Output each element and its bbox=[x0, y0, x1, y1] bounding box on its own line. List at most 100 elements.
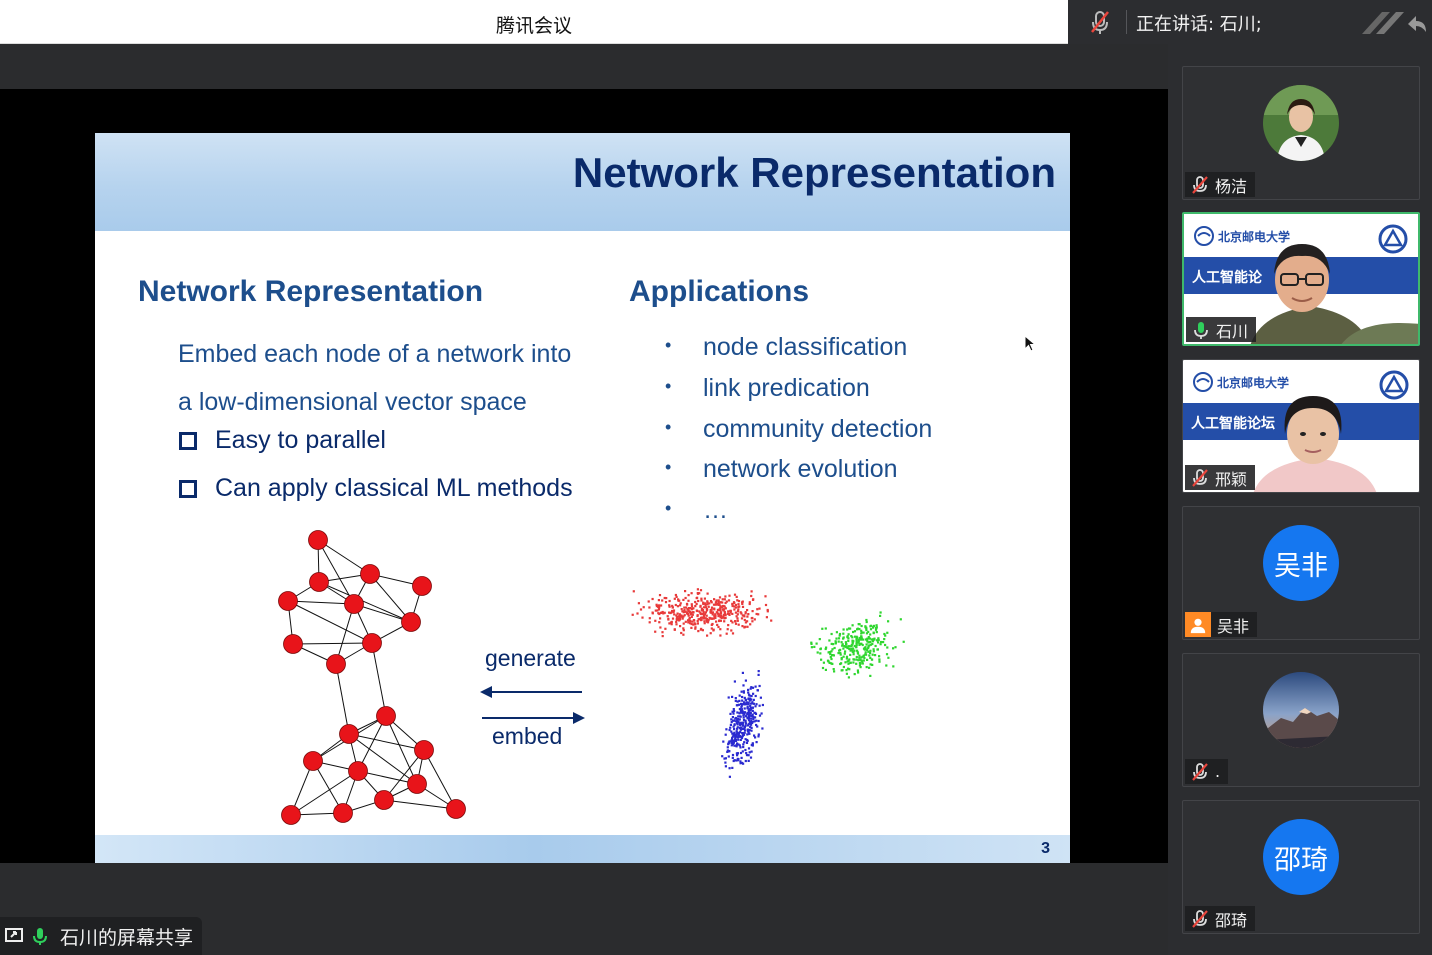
scatter-point bbox=[700, 612, 704, 616]
screen-share-status[interactable]: 石川的屏幕共享 bbox=[0, 917, 202, 955]
scatter-point bbox=[747, 712, 750, 715]
scatter-point bbox=[734, 611, 737, 614]
scatter-point bbox=[681, 617, 684, 620]
scatter-point bbox=[703, 613, 706, 616]
scatter-point bbox=[856, 649, 859, 652]
scatter-point bbox=[692, 611, 695, 614]
scatter-point bbox=[677, 598, 680, 601]
scatter-point bbox=[746, 609, 749, 612]
scatter-point bbox=[813, 645, 816, 648]
scatter-point bbox=[710, 608, 713, 611]
scatter-point bbox=[719, 628, 722, 631]
scatter-point bbox=[757, 733, 760, 736]
scatter-point bbox=[710, 611, 713, 614]
scatter-point bbox=[840, 658, 843, 661]
scatter-point bbox=[694, 605, 697, 608]
scatter-point bbox=[759, 696, 762, 699]
panel-collapse-icon[interactable] bbox=[1342, 6, 1428, 40]
participant-name: . bbox=[1215, 762, 1221, 781]
scatter-point bbox=[757, 670, 760, 673]
participant-tile[interactable]: 北京邮电大学 人工智能论坛 bbox=[1182, 359, 1420, 493]
scatter-point bbox=[699, 589, 703, 592]
user-avatar-icon bbox=[1185, 612, 1211, 637]
scatter-point bbox=[661, 631, 664, 634]
scatter-point bbox=[699, 604, 702, 607]
scatter-point bbox=[841, 643, 844, 646]
participant-name-tag: 邢颖 bbox=[1185, 465, 1256, 490]
scatter-point bbox=[723, 598, 726, 601]
scatter-point bbox=[855, 639, 858, 642]
scatter-point bbox=[748, 708, 751, 711]
scatter-point bbox=[716, 623, 719, 626]
scatter-point bbox=[840, 662, 843, 665]
scatter-point bbox=[857, 659, 860, 662]
scatter-point bbox=[742, 716, 745, 719]
scatter-point bbox=[761, 727, 764, 730]
participant-tile[interactable]: 吴非 吴非 bbox=[1182, 506, 1420, 640]
scatter-point bbox=[833, 670, 836, 673]
scatter-point bbox=[877, 641, 880, 644]
scatter-point bbox=[719, 612, 723, 615]
graph-node bbox=[376, 706, 396, 726]
scatter-point bbox=[824, 627, 827, 630]
scatter-point bbox=[657, 608, 660, 611]
scatter-point bbox=[744, 721, 747, 724]
check-item-label: Can apply classical ML methods bbox=[215, 474, 573, 502]
scatter-point bbox=[874, 628, 878, 631]
scatter-point bbox=[712, 603, 716, 606]
scatter-point bbox=[902, 640, 905, 643]
scatter-point bbox=[757, 613, 760, 616]
scatter-point bbox=[758, 704, 761, 707]
scatter-point bbox=[752, 702, 755, 705]
check-item: Can apply classical ML methods bbox=[179, 474, 573, 503]
scatter-point bbox=[733, 744, 736, 747]
scatter-point bbox=[651, 597, 654, 601]
scatter-point bbox=[750, 750, 753, 753]
scatter-point bbox=[673, 613, 676, 616]
forum-banner-text: 人工智能论 bbox=[1192, 270, 1262, 286]
scatter-point bbox=[736, 727, 739, 730]
scatter-point bbox=[740, 617, 744, 620]
scatter-point bbox=[729, 712, 732, 715]
participant-tile[interactable]: 杨洁 bbox=[1182, 66, 1420, 200]
scatter-point bbox=[680, 631, 683, 635]
participant-person-video bbox=[1250, 244, 1418, 344]
scatter-point bbox=[736, 717, 740, 721]
scatter-point bbox=[744, 698, 747, 702]
scatter-point bbox=[730, 718, 733, 721]
scatter-point bbox=[704, 603, 707, 607]
scatter-point bbox=[757, 719, 760, 723]
slide-footer: 3 bbox=[95, 835, 1070, 863]
graph-edge bbox=[385, 715, 418, 785]
scatter-point bbox=[732, 712, 735, 715]
bullet-icon: • bbox=[665, 498, 672, 518]
graph-edge bbox=[423, 749, 457, 810]
scatter-point bbox=[727, 696, 730, 699]
scatter-point bbox=[868, 644, 871, 647]
scatter-point bbox=[838, 632, 842, 636]
scatter-point bbox=[688, 610, 691, 613]
speaker-bar: 正在讲话: 石川; bbox=[1068, 0, 1432, 44]
scatter-point bbox=[750, 719, 753, 723]
participant-tile[interactable]: 邵琦 邵琦 bbox=[1182, 800, 1420, 934]
scatter-point bbox=[717, 625, 720, 629]
scatter-point bbox=[886, 631, 889, 634]
scatter-point bbox=[717, 603, 720, 606]
scatter-point bbox=[730, 741, 733, 744]
scatter-point bbox=[741, 721, 744, 724]
scatter-point bbox=[734, 717, 737, 720]
graph-edge bbox=[287, 600, 355, 605]
scatter-point bbox=[742, 690, 745, 693]
scatter-point bbox=[717, 601, 720, 604]
scatter-point bbox=[757, 673, 760, 676]
scatter-point bbox=[642, 606, 645, 609]
scatter-point bbox=[675, 595, 678, 598]
participant-tile[interactable]: . bbox=[1182, 653, 1420, 787]
scatter-point bbox=[746, 625, 749, 628]
scatter-point bbox=[727, 624, 730, 627]
scatter-point bbox=[746, 728, 749, 731]
participant-tile-active-speaker[interactable]: 北京邮电大学 人工智能论 bbox=[1182, 212, 1420, 346]
scatter-point bbox=[869, 643, 872, 646]
mic-muted-icon[interactable] bbox=[1086, 8, 1114, 36]
scatter-point bbox=[654, 619, 657, 622]
